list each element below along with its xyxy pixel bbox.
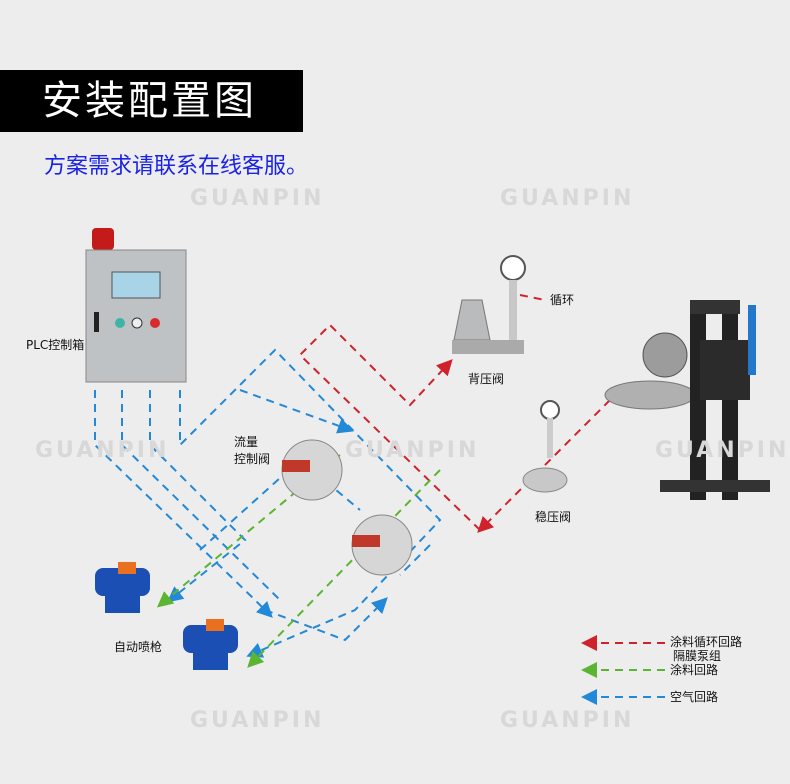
- spray-gun-image: [183, 619, 238, 670]
- circulation-lines: [298, 294, 611, 533]
- flow-control-valve-image: [281, 439, 343, 501]
- watermark-logo: GUANPIN: [190, 186, 325, 211]
- watermark-logo: GUANPIN: [190, 708, 325, 733]
- watermark-logo: GUANPIN: [500, 186, 635, 211]
- plc-label: PLC控制箱: [26, 338, 85, 352]
- air-line: [264, 597, 388, 642]
- paint-line: [247, 469, 441, 668]
- legend-air: 空气回路: [670, 690, 719, 704]
- air-lines: [94, 348, 442, 658]
- air-line: [399, 544, 431, 576]
- air-line: [149, 390, 247, 603]
- legend-paint: 涂料回路: [670, 663, 719, 677]
- air-line: [179, 348, 442, 658]
- legend-lines: [581, 635, 665, 705]
- stabilizer-valve-image: [522, 400, 568, 493]
- back-pressure-label: 背压阀: [468, 372, 505, 386]
- circulation-line: [298, 323, 481, 531]
- back-pressure-valve-image: [452, 255, 526, 354]
- subtitle: 方案需求请联系在线客服。: [44, 154, 309, 179]
- paint-line: [156, 454, 341, 608]
- flow-control-valve-image: [351, 514, 413, 576]
- legend-pump-group: 隔膜泵组: [673, 649, 722, 663]
- watermark-logo: GUANPIN: [345, 438, 480, 463]
- spray-gun-label: 自动喷枪: [114, 640, 163, 654]
- circulation-line: [519, 294, 546, 301]
- air-line: [239, 389, 354, 434]
- circulation-line: [477, 399, 611, 533]
- diaphragm-pump-image: [604, 300, 770, 500]
- spray-gun-image: [95, 562, 150, 613]
- watermark-logo: GUANPIN: [35, 438, 170, 463]
- legend-circulation: 涂料循环回路: [670, 635, 743, 649]
- watermark-logo: GUANPIN: [655, 438, 790, 463]
- plc-cabinet-image: [85, 228, 187, 383]
- flow-valve-label-2: 控制阀: [234, 452, 271, 466]
- circulation-label: 循环: [550, 293, 575, 307]
- flow-valve-label: 流量: [234, 435, 259, 449]
- watermark-logo: GUANPIN: [500, 708, 635, 733]
- stabilizer-label: 稳压阀: [535, 510, 572, 524]
- paint-lines: [156, 454, 441, 668]
- air-line: [199, 458, 361, 551]
- page-title: 安装配置图: [0, 70, 303, 132]
